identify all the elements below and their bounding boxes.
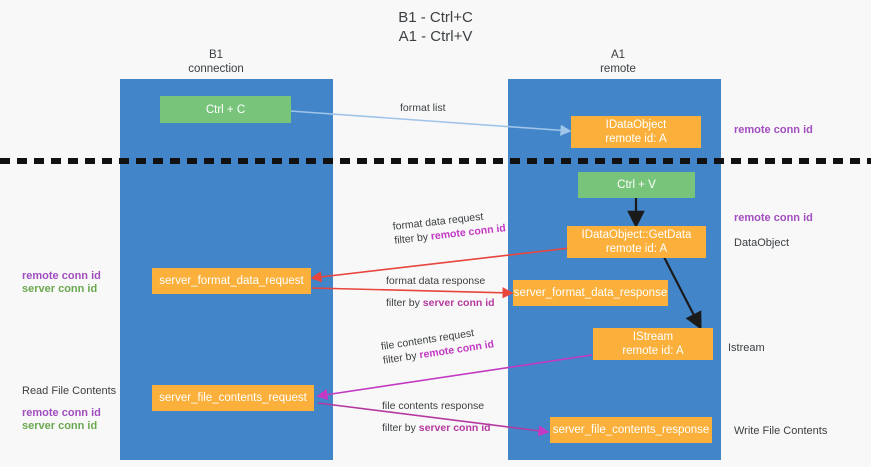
column-header-b1: B1 connection — [106, 48, 326, 76]
edge-label-format-list-line1: format list — [400, 102, 446, 114]
edge-label-file-contents-request-prefix: filter by — [382, 349, 421, 367]
node-ctrl-v-label: Ctrl + V — [617, 179, 656, 191]
node-ctrl-c-label: Ctrl + C — [205, 103, 246, 116]
right-label-remote-conn-id-mid: remote conn id — [734, 212, 813, 224]
edge-label-format-list: format list — [400, 101, 446, 115]
edge-label-format-data-request: format data request filter by remote con… — [392, 207, 506, 248]
right-label-dataobject: DataObject — [734, 237, 790, 249]
left-label-server-conn-id-1: server conn id — [22, 283, 98, 295]
right-label-write-file-contents: Write File Contents — [734, 425, 828, 437]
left-label-server-conn-id-2: server conn id — [22, 420, 98, 432]
node-idataobject-label: IDataObject — [605, 119, 667, 131]
right-label-istream: Istream — [728, 342, 765, 354]
edge-label-file-contents-request: file contents request filter by remote c… — [380, 323, 495, 367]
node-idataobject-getdata[interactable]: IDataObject::GetData remote id: A — [567, 226, 706, 258]
left-label-read-file-contents: Read File Contents — [22, 385, 117, 397]
node-istream[interactable]: IStream remote id: A — [593, 328, 713, 360]
edge-label-file-contents-response-line1: file contents response — [382, 400, 485, 412]
node-server-format-data-response-label: server_format_data_response — [513, 287, 668, 299]
edge-label-format-data-request-prefix: filter by — [393, 230, 432, 247]
edge-label-file-contents-response-prefix: filter by — [382, 422, 419, 434]
node-getdata-label: IDataObject::GetData — [581, 229, 692, 241]
right-label-remote-conn-id-top: remote conn id — [734, 124, 813, 136]
edge-label-file-contents-response: file contents response filter by server … — [382, 399, 491, 435]
column-header-b1-name: B1 — [208, 49, 224, 61]
node-server-file-contents-request[interactable]: server_file_contents_request — [152, 385, 314, 411]
node-ctrl-c[interactable]: Ctrl + C — [160, 96, 291, 123]
edge-label-format-data-response: format data response filter by server co… — [386, 274, 495, 310]
node-server-format-data-request-label: server_format_data_request — [159, 275, 304, 287]
edge-label-file-contents-response-line2: filter by server conn id — [382, 421, 491, 435]
edge-label-format-data-response-line2: filter by server conn id — [386, 296, 495, 310]
node-server-file-contents-request-label: server_file_contents_request — [159, 392, 307, 404]
node-idataobject-sub: remote id: A — [605, 133, 667, 145]
node-server-file-contents-response[interactable]: server_file_contents_response — [550, 417, 712, 443]
left-label-remote-conn-id-1: remote conn id — [22, 270, 101, 282]
column-header-b1-sub: connection — [188, 63, 244, 75]
edge-label-file-contents-response-key: server conn id — [418, 422, 491, 434]
node-ctrl-v[interactable]: Ctrl + V — [578, 172, 695, 198]
column-header-a1-name: A1 — [610, 49, 626, 61]
edge-label-format-data-response-prefix: filter by — [386, 297, 423, 309]
node-server-format-data-request[interactable]: server_format_data_request — [152, 268, 311, 294]
node-server-file-contents-response-label: server_file_contents_response — [552, 424, 710, 436]
left-label-remote-conn-id-2: remote conn id — [22, 407, 101, 419]
node-idataobject[interactable]: IDataObject remote id: A — [571, 116, 701, 148]
node-istream-sub: remote id: A — [622, 345, 684, 357]
node-istream-label: IStream — [632, 331, 674, 343]
column-header-a1: A1 remote — [508, 48, 728, 76]
node-server-format-data-response[interactable]: server_format_data_response — [513, 280, 668, 306]
page-title: B1 - Ctrl+C A1 - Ctrl+V — [398, 9, 473, 45]
column-header-a1-sub: remote — [600, 63, 636, 75]
edge-label-format-data-response-line1: format data response — [386, 275, 486, 287]
node-getdata-sub: remote id: A — [605, 243, 668, 255]
edge-label-format-data-response-key: server conn id — [422, 297, 495, 309]
